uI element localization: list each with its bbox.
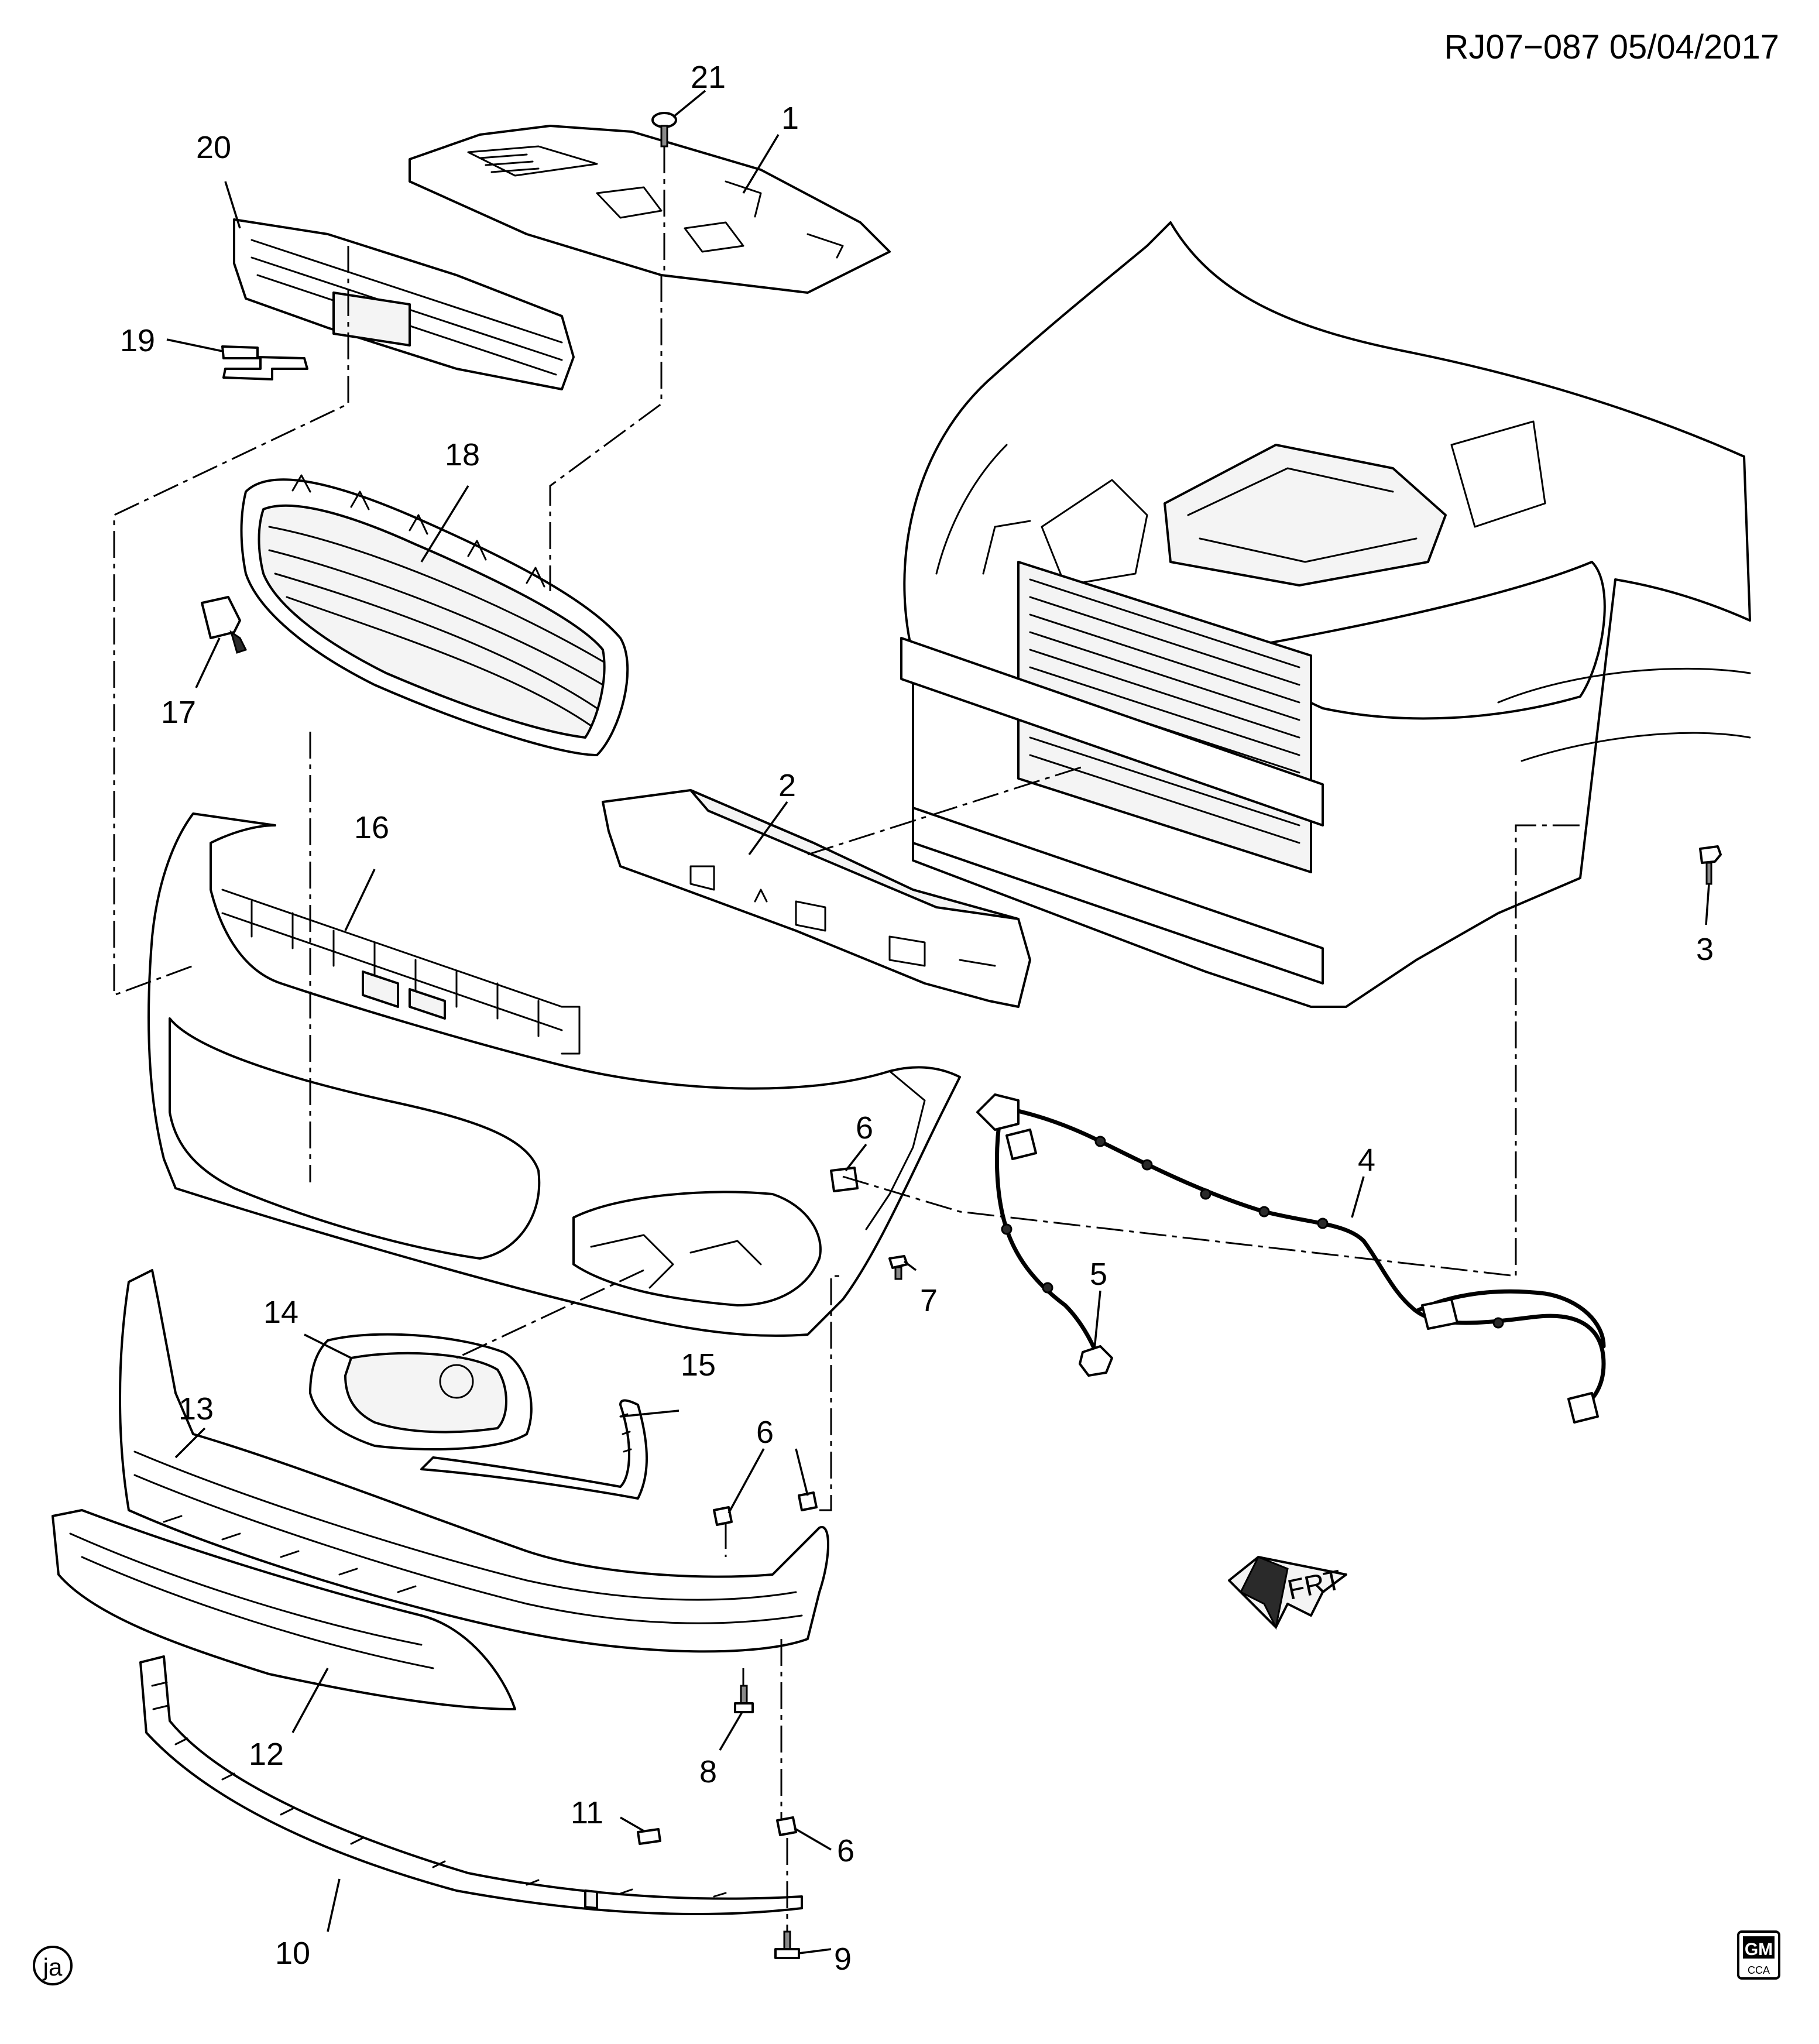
front-direction-arrow: FRT xyxy=(1228,1556,1347,1630)
callout-1: 1 xyxy=(781,101,799,136)
part-14-fog-lamp-bezel xyxy=(309,1333,533,1450)
callouts: 1 2 3 4 5 6 6 6 7 8 9 10 11 12 13 14 15 … xyxy=(120,60,1714,1977)
gm-logo: GM CCA xyxy=(1737,1930,1780,1980)
callout-5: 5 xyxy=(1090,1257,1107,1292)
part-6-retainer-mid-right xyxy=(798,1491,818,1511)
part-6-retainer-mid-left xyxy=(713,1506,733,1526)
part-10-air-deflector xyxy=(139,1655,803,1915)
callout-13: 13 xyxy=(179,1391,214,1426)
callout-4: 4 xyxy=(1358,1143,1375,1178)
callout-11: 11 xyxy=(571,1795,603,1830)
part-13-lower-fascia xyxy=(119,1269,829,1653)
part-9-screw xyxy=(774,1930,800,1959)
callout-9: 9 xyxy=(834,1942,852,1977)
callout-18: 18 xyxy=(445,437,480,472)
callout-6-mid: 6 xyxy=(756,1415,774,1450)
part-19-bowtie-emblem xyxy=(221,345,308,380)
callout-14: 14 xyxy=(263,1295,298,1330)
part-5-connector xyxy=(1079,1345,1113,1377)
callout-8: 8 xyxy=(699,1754,717,1789)
callout-19: 19 xyxy=(120,323,155,358)
part-17-clip xyxy=(201,596,248,654)
vehicle-front-end xyxy=(900,221,1751,1008)
callout-10: 10 xyxy=(275,1936,310,1971)
callout-6-lower: 6 xyxy=(837,1833,854,1868)
part-7-screw xyxy=(888,1255,908,1280)
callout-12: 12 xyxy=(249,1737,284,1772)
part-18-main-grille xyxy=(240,474,629,756)
part-11-push-pin xyxy=(637,1828,661,1845)
callout-2: 2 xyxy=(778,768,796,803)
part-16-front-fascia xyxy=(147,812,961,1337)
part-8-screw xyxy=(734,1685,754,1713)
gm-logo-top: GM xyxy=(1745,1940,1773,1959)
author-mark-text: ja xyxy=(42,1953,63,1981)
part-21-push-pin xyxy=(651,112,677,148)
part-12-skid-plate xyxy=(52,1509,516,1710)
part-6-retainer-lower xyxy=(776,1816,797,1836)
part-1-upper-shield xyxy=(409,125,891,294)
part-20-upper-grille xyxy=(233,218,575,390)
leader-lines xyxy=(166,90,1710,1954)
callout-7: 7 xyxy=(920,1283,938,1318)
callout-15: 15 xyxy=(681,1347,716,1383)
callout-16: 16 xyxy=(354,810,389,845)
callout-17: 17 xyxy=(161,695,196,730)
author-mark: ja xyxy=(33,1946,73,1985)
phantom-lines xyxy=(113,146,1580,1932)
callout-20: 20 xyxy=(196,130,231,165)
part-2-energy-absorber xyxy=(602,789,1031,1008)
part-3-screw xyxy=(1699,845,1722,885)
callout-21: 21 xyxy=(691,60,726,95)
diagram-header: RJ07−087 05/04/2017 xyxy=(1444,28,1779,66)
part-4-wiring-harness xyxy=(976,1093,1606,1424)
callout-6-upper: 6 xyxy=(856,1110,873,1146)
gm-logo-bottom: CCA xyxy=(1748,1964,1770,1976)
callout-3: 3 xyxy=(1696,932,1714,967)
